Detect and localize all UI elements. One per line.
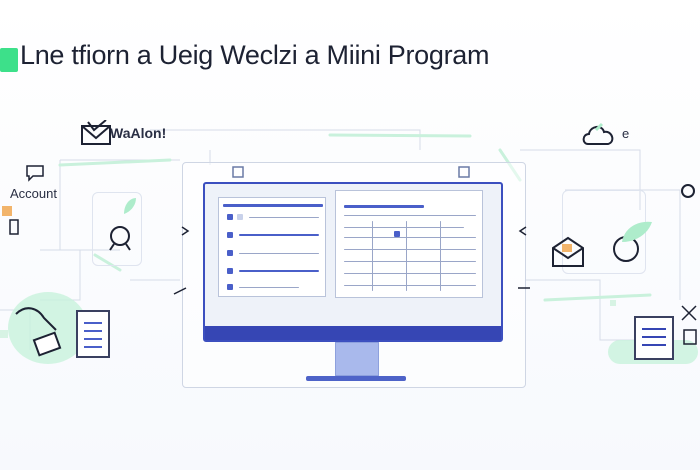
monitor-stand-base: [306, 376, 406, 381]
panel-line: [239, 253, 319, 254]
panel-line: [344, 285, 476, 286]
panel-line: [239, 270, 319, 272]
panel-cell: [227, 250, 233, 256]
arrow-marker-icon: [181, 226, 190, 236]
frame-tab-icon-left: [232, 166, 244, 178]
panel-line: [239, 287, 299, 288]
frame-tab-icon-right: [458, 166, 470, 178]
tools-icon: [681, 305, 697, 345]
panel-line: [344, 227, 464, 228]
panel-cell: [227, 284, 233, 290]
monitor-chin: [205, 326, 501, 340]
screen-panel-left: [218, 197, 326, 297]
panel-cell: [227, 232, 233, 238]
monitor-stand-neck: [335, 342, 379, 376]
panel-line: [344, 237, 476, 238]
panel-divider: [406, 221, 407, 291]
leaf-icon: [124, 198, 136, 214]
page-title: Lne tfiorn a Ueig Weclzi a Miini Program: [20, 40, 490, 70]
panel-divider: [440, 221, 441, 291]
document-icon: [76, 310, 110, 358]
panel-cell: [227, 268, 233, 274]
panel-line: [344, 249, 476, 250]
chat-icon: [26, 165, 44, 182]
panel-line: [249, 217, 319, 218]
brand-label: WaAlon!: [110, 125, 167, 141]
gear-cluster-icon: [681, 184, 695, 198]
hand-card-icon: [15, 307, 62, 357]
screen-panel-right: [335, 190, 483, 298]
cloud-icon: [582, 122, 614, 145]
leaf-icon-right: [622, 221, 652, 242]
panel-divider: [372, 221, 373, 291]
e-label: e: [622, 126, 630, 141]
panel-cell: [237, 214, 243, 220]
panel-cell: [227, 214, 233, 220]
envelope-check-icon: [81, 120, 111, 145]
document-pen-icon: [634, 316, 674, 360]
title-accent-bar: [0, 48, 18, 72]
dash-marker-icon: [173, 287, 187, 295]
dash-marker-icon-right: [518, 287, 530, 289]
mail-open-icon: [552, 236, 584, 267]
panel-line: [344, 273, 476, 274]
panel-line: [344, 215, 476, 216]
account-label: Account: [10, 186, 57, 201]
panel-line: [344, 261, 476, 262]
panel-header-bar: [223, 204, 323, 207]
small-sticker-icon: [2, 206, 19, 235]
panel-header-bar: [344, 205, 424, 208]
magnifier-icon: [109, 226, 131, 251]
panel-line: [239, 234, 319, 236]
panel-cell: [394, 231, 400, 237]
left-card-outline: [92, 192, 142, 266]
arrow-marker-icon-right: [518, 226, 527, 236]
